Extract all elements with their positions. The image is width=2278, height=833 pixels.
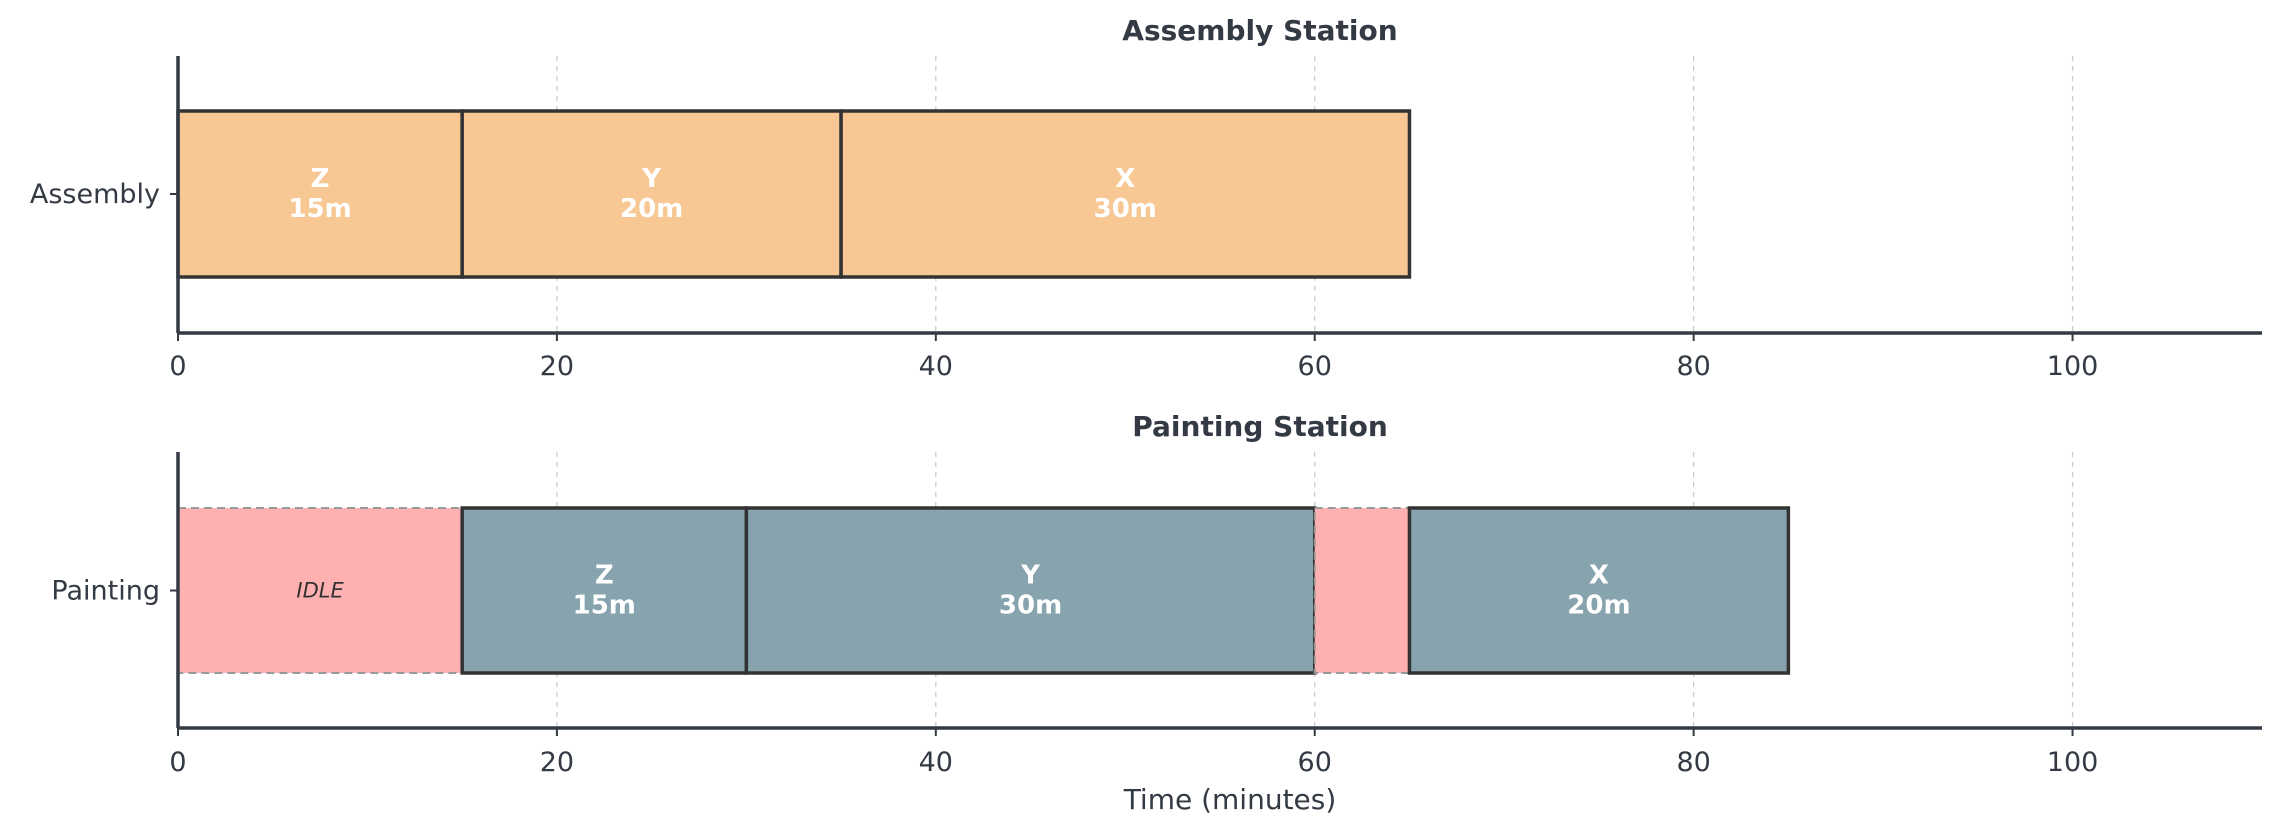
assembly-y-tick-label: Assembly: [30, 179, 160, 210]
painting-bar-x-duration-label: 20m: [1567, 591, 1630, 621]
painting-bar-x: [1407, 506, 1791, 675]
assembly-x-tick-label-60: 60: [1298, 351, 1332, 382]
painting-bar-x-job-label: X: [1589, 561, 1609, 591]
painting-x-axis-label: Time (minutes): [1123, 783, 1337, 816]
assembly-x-tick-label-0: 0: [169, 351, 186, 382]
painting-idle-label: IDLE: [296, 579, 344, 603]
assembly-bar-x-job-label: X: [1115, 164, 1135, 194]
assembly-bar-z-duration-label: 15m: [288, 194, 351, 224]
painting-y-tick-label: Painting: [51, 576, 160, 607]
painting-bar-z: [460, 506, 749, 675]
painting-x-tick-label-0: 0: [169, 747, 186, 778]
painting-bar-y: [744, 506, 1317, 675]
assembly-bar-y-duration-label: 20m: [620, 194, 683, 224]
painting-bar-z-job-label: Z: [595, 561, 614, 591]
painting-x-tick-label-80: 80: [1676, 747, 1710, 778]
assembly-x-tick-label-100: 100: [2047, 351, 2099, 382]
assembly-x-tick-label-20: 20: [540, 351, 574, 382]
painting-bar-y-duration-label: 30m: [999, 591, 1062, 621]
painting-x-tick-label-20: 20: [540, 747, 574, 778]
assembly-bar-y-job-label: Y: [641, 164, 662, 194]
assembly-bar-x: [839, 109, 1412, 279]
assembly-chart-title: Assembly Station: [1122, 14, 1397, 47]
painting-bar-idle-0: [177, 507, 464, 674]
painting-bar-z-duration-label: 15m: [573, 591, 636, 621]
painting-x-tick-label-100: 100: [2047, 747, 2099, 778]
assembly-bar-y: [460, 109, 843, 279]
assembly-x-tick-label-40: 40: [919, 351, 953, 382]
painting-chart-title: Painting Station: [1132, 410, 1388, 443]
painting-x-tick-label-40: 40: [919, 747, 953, 778]
assembly-x-tick-label-80: 80: [1676, 351, 1710, 382]
assembly-bar-z-job-label: Z: [311, 164, 330, 194]
painting-x-tick-label-60: 60: [1298, 747, 1332, 778]
assembly-bar-x-duration-label: 30m: [1094, 194, 1157, 224]
painting-bar-y-job-label: Y: [1020, 561, 1041, 591]
painting-bar-idle-3: [1313, 507, 1411, 674]
